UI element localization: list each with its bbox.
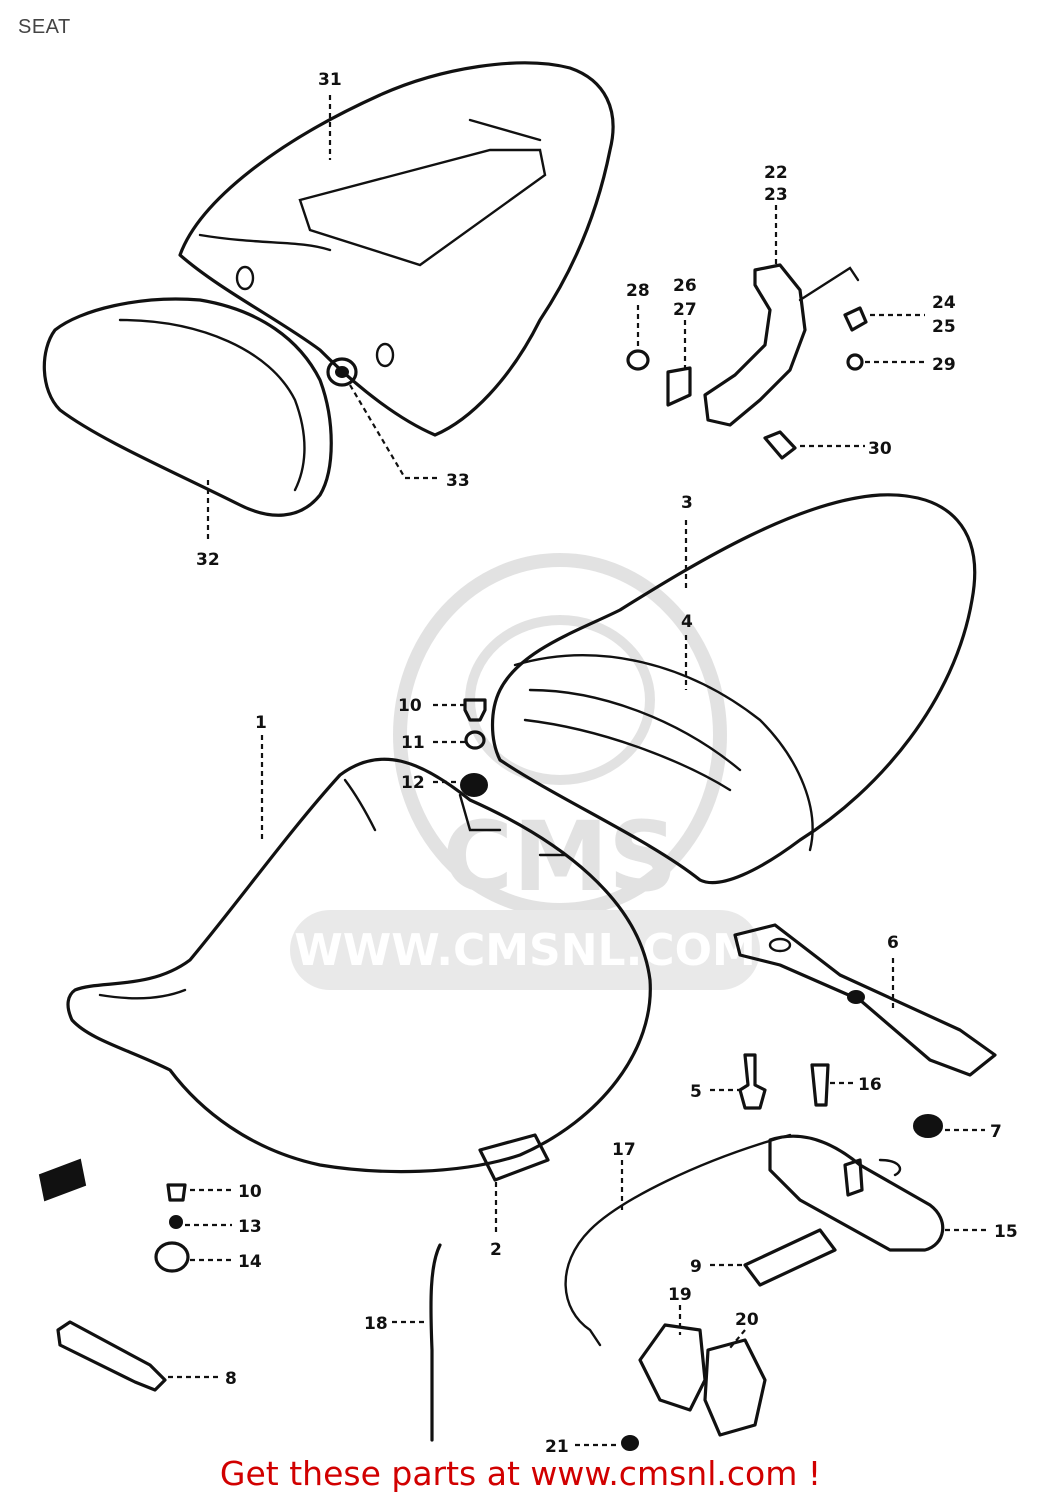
watermark-logo: CMS [442, 801, 677, 913]
callout-25: 25 [932, 317, 956, 337]
cable-17 [564, 1133, 792, 1347]
callout-30: 30 [868, 439, 892, 459]
footer-link[interactable]: Get these parts at www.cmsnl.com ! [219, 1454, 822, 1493]
watermark-url: WWW.CMSNL.COM [294, 925, 756, 976]
callout-16: 16 [858, 1075, 882, 1095]
callout-6: 6 [887, 933, 899, 953]
callout-32: 32 [196, 550, 220, 570]
callout-27: 27 [673, 300, 697, 320]
fasteners-10-11-12 [460, 698, 488, 797]
seat-pad-32 [42, 297, 333, 517]
bolt-21 [621, 1435, 639, 1451]
callout-13: 13 [238, 1217, 262, 1237]
front-arrow-icon [38, 1158, 87, 1202]
callout-22: 22 [764, 163, 788, 183]
watermark: CMS WWW.CMSNL.COM [290, 553, 760, 990]
callout-10: 10 [398, 696, 422, 716]
fasteners-10-13-14 [154, 1183, 190, 1273]
callout-28: 28 [626, 281, 650, 301]
callout-9: 9 [690, 1257, 702, 1277]
grommet-33 [326, 357, 358, 387]
front-seat-1 [66, 757, 652, 1174]
callout-14: 14 [238, 1252, 262, 1272]
callout-23: 23 [764, 185, 788, 205]
callout-24: 24 [932, 293, 956, 313]
callout-12: 12 [401, 773, 425, 793]
callout-33: 33 [446, 471, 470, 491]
page-title: SEAT [18, 16, 71, 38]
callout-1: 1 [255, 713, 267, 733]
callout-5: 5 [690, 1082, 702, 1102]
callout-29: 29 [932, 355, 956, 375]
callout-19: 19 [668, 1285, 692, 1305]
bracket-6 [733, 923, 997, 1077]
latch-plate-15 [768, 1134, 945, 1252]
callout-26: 26 [673, 276, 697, 296]
callout-31: 31 [318, 70, 342, 90]
nut-7 [913, 1114, 943, 1138]
callout-2: 2 [490, 1240, 502, 1260]
callout-20: 20 [735, 1310, 759, 1330]
latch-19-20 [638, 1323, 767, 1437]
small-fasteners [626, 306, 868, 460]
callout-4: 4 [681, 612, 693, 632]
leader-lines [168, 95, 990, 1447]
callout-10-lower: 10 [238, 1182, 262, 1202]
callout-7: 7 [990, 1122, 1002, 1142]
callout-15: 15 [994, 1222, 1018, 1242]
callout-21: 21 [545, 1437, 569, 1457]
callout-labels: 31 22 23 28 26 27 24 25 29 30 33 32 3 4 … [196, 70, 1018, 1457]
callout-11: 11 [401, 733, 425, 753]
bolts-5-16 [738, 1053, 830, 1110]
plate-9 [743, 1228, 837, 1287]
bracket-8 [56, 1320, 167, 1392]
block-2 [478, 1133, 550, 1182]
callout-17: 17 [612, 1140, 636, 1160]
callout-3: 3 [681, 493, 693, 513]
grab-handle-22-23 [703, 263, 860, 427]
seat-cowl-31 [178, 61, 615, 437]
callout-18: 18 [364, 1314, 388, 1334]
rear-seat-3-4 [490, 493, 977, 885]
rod-18 [429, 1243, 442, 1442]
callout-8: 8 [225, 1369, 237, 1389]
